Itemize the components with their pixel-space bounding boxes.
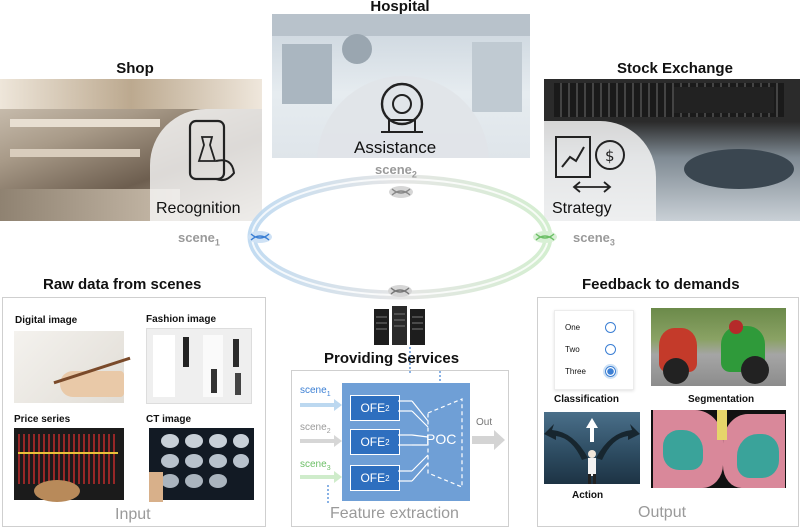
recognition-label: Recognition xyxy=(156,200,241,217)
out-label: Out xyxy=(476,417,493,428)
feature-extraction-footer: Feature extraction xyxy=(330,505,459,522)
output-footer: Output xyxy=(638,504,687,521)
poc-label: POC xyxy=(426,431,457,447)
hospital-title: Hospital xyxy=(370,0,430,15)
fashion-image-thumb xyxy=(146,328,252,404)
scene3-coupler-icon xyxy=(533,231,557,243)
providing-services-title: Providing Services xyxy=(324,350,460,367)
server-rack-icon xyxy=(374,306,425,345)
option-three-radio-selected[interactable] xyxy=(605,366,616,377)
phone-dress-icon xyxy=(188,119,236,182)
digital-image-label: Digital image xyxy=(15,315,78,326)
shop-title: Shop xyxy=(116,60,154,77)
scene3-label: scene3 xyxy=(573,230,615,248)
digital-image-thumb xyxy=(14,331,131,403)
feedback-dotted-lines xyxy=(327,371,441,503)
input-scene3-label: scene3 xyxy=(300,459,331,472)
segmentation-label: Segmentation xyxy=(688,394,755,405)
classification-label: Classification xyxy=(554,394,620,405)
out-arrow xyxy=(472,430,505,450)
option-two-label: Two xyxy=(565,345,580,354)
action-label: Action xyxy=(572,490,604,501)
price-series-thumb xyxy=(14,428,124,502)
ct-image-label: CT image xyxy=(146,414,192,425)
scene1-label: scene1 xyxy=(178,230,220,248)
scene1-coupler-icon xyxy=(248,231,272,243)
stock-exchange-title: Stock Exchange xyxy=(617,60,733,77)
hospital-photo: Assistance xyxy=(272,14,530,158)
strategy-chart-coin-icon: $ xyxy=(555,136,625,193)
ct-image-thumb xyxy=(149,428,254,502)
input-scene1-label: scene1 xyxy=(300,385,331,398)
scene2-label: scene2 xyxy=(375,162,417,180)
shop-photo: Recognition xyxy=(0,79,262,221)
output-panel: One Two Three Classification Segmentatio… xyxy=(537,297,799,527)
strategy-label: Strategy xyxy=(552,200,612,217)
stock-exchange-photo: $ Strategy xyxy=(544,79,800,221)
input-arrows xyxy=(300,399,342,483)
classification-options: One Two Three xyxy=(554,310,634,390)
segmentation-source-photo xyxy=(651,308,786,386)
fashion-image-label: Fashion image xyxy=(146,314,217,325)
scene2-coupler-icon xyxy=(389,186,413,198)
server-dotted-link xyxy=(409,347,411,373)
price-series-label: Price series xyxy=(14,414,71,425)
option-three-label: Three xyxy=(565,367,586,376)
segmentation-map xyxy=(651,410,786,488)
feedback-title: Feedback to demands xyxy=(582,276,740,293)
svg-text:$: $ xyxy=(605,147,615,165)
input-footer: Input xyxy=(115,506,151,523)
raw-data-title: Raw data from scenes xyxy=(43,276,202,293)
assistance-label: Assistance xyxy=(354,138,437,157)
poc-connections xyxy=(398,398,463,488)
option-one-radio[interactable] xyxy=(605,322,616,333)
action-photo xyxy=(544,412,640,484)
shop-overlay xyxy=(150,109,262,221)
option-one-label: One xyxy=(565,323,581,332)
input-scene2-label: scene2 xyxy=(300,422,331,435)
input-panel: Digital image Fashion image Price series… xyxy=(2,297,266,527)
decision-arrows-icon xyxy=(544,418,640,484)
center-coupler-icon xyxy=(388,285,412,297)
mri-scanner-icon xyxy=(380,82,424,133)
option-two-radio[interactable] xyxy=(605,344,616,355)
